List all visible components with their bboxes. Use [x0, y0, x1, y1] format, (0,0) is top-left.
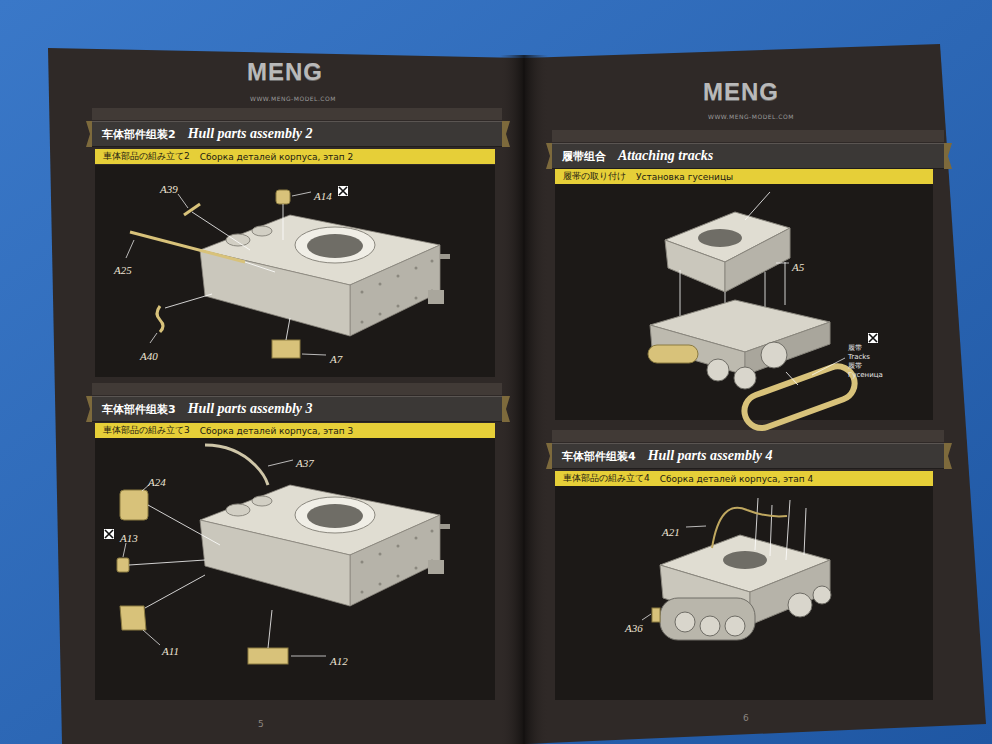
- section-subtitle: Сборка деталей корпуса, этап 4: [660, 474, 814, 484]
- section-subtitle: Сборка деталей корпуса, этап 3: [200, 426, 354, 436]
- label-holder: A5: [792, 256, 804, 275]
- brand-logo: MENG: [703, 78, 779, 105]
- section-title: 车体部件组装3: [102, 402, 176, 417]
- callout-number: A25: [114, 264, 132, 276]
- section-subtitle: Hull parts assembly 3: [188, 401, 313, 417]
- section-title: 履帯の取り付け: [563, 170, 626, 183]
- label-holder: 5: [258, 712, 264, 731]
- callout-number: A24: [148, 476, 166, 488]
- section-title: 車体部品の組み立て4: [563, 472, 650, 485]
- section-subtitle: Установка гусеницы: [636, 172, 733, 182]
- label-holder: A24: [148, 471, 166, 490]
- callout-number: A12: [330, 655, 348, 667]
- page-number: 6: [743, 713, 749, 723]
- label-holder: 履带: [848, 335, 862, 354]
- callout-number: A40: [140, 350, 158, 362]
- brand-logo: MENG: [247, 58, 323, 85]
- section-header-band: 车体部件组装2 Hull parts assembly 2: [92, 121, 502, 147]
- callout-number: A37: [296, 457, 314, 469]
- label-holder: A37: [296, 452, 314, 471]
- callout-number: A13: [120, 532, 138, 544]
- subtitle-band: 車体部品の組み立て3 Сборка деталей корпуса, этап 3: [95, 423, 495, 438]
- section-title: 車体部品の組み立て3: [103, 424, 190, 437]
- subtitle-band: 車体部品の組み立て2 Сборка деталей корпуса, этап 2: [95, 149, 495, 164]
- part-name: 履带: [848, 344, 862, 352]
- label-holder: A36: [625, 617, 643, 636]
- section-header-band: 履带组合 Attaching tracks: [552, 143, 944, 169]
- section-subtitle: Сборка деталей корпуса, этап 2: [200, 152, 354, 162]
- callout-number: A21: [662, 526, 680, 538]
- section-subtitle: Attaching tracks: [618, 148, 713, 164]
- callout-number: A36: [625, 622, 643, 634]
- callout-number: A14: [314, 190, 332, 202]
- label-holder: A11: [162, 640, 179, 659]
- website: WWW.MENG-MODEL.COM: [250, 95, 336, 102]
- part-name: Гусеница: [848, 371, 883, 379]
- section-header-band: 车体部件组装4 Hull parts assembly 4: [552, 443, 944, 469]
- section-subtitle: Hull parts assembly 4: [648, 448, 773, 464]
- callout-number: A7: [330, 353, 342, 365]
- section-title: 車体部品の組み立て2: [103, 150, 190, 163]
- label-holder: A21: [662, 521, 680, 540]
- callout-number: A39: [160, 183, 178, 195]
- section-title: 车体部件组装4: [562, 449, 636, 464]
- label-holder: MENG: [703, 78, 779, 106]
- label-holder: WWW.MENG-MODEL.COM: [708, 104, 794, 123]
- page-number: 5: [258, 719, 264, 729]
- part-name: 履帯: [848, 362, 862, 370]
- label-holder: A12: [330, 650, 348, 669]
- label-holder: 6: [743, 706, 749, 725]
- label-holder: A25: [114, 259, 132, 278]
- label-holder: Гусеница: [848, 362, 883, 381]
- section-title: 车体部件组装2: [102, 127, 176, 142]
- label-holder: A14: [314, 185, 332, 204]
- section-title: 履带组合: [562, 149, 606, 164]
- part-name: Tracks: [848, 353, 870, 361]
- subtitle-band: 履帯の取り付け Установка гусеницы: [555, 169, 933, 184]
- subtitle-band: 車体部品の組み立て4 Сборка деталей корпуса, этап 4: [555, 471, 933, 486]
- section-subtitle: Hull parts assembly 2: [188, 126, 313, 142]
- callout-number: A5: [792, 261, 804, 273]
- label-holder: A39: [160, 178, 178, 197]
- label-holder: A13: [120, 527, 138, 546]
- label-holder: 履帯: [848, 353, 862, 372]
- label-holder: MENG: [247, 58, 323, 86]
- website: WWW.MENG-MODEL.COM: [708, 113, 794, 120]
- callout-number: A11: [162, 645, 179, 657]
- section-header-band: 车体部件组装3 Hull parts assembly 3: [92, 396, 502, 422]
- label-holder: A7: [330, 348, 342, 367]
- label-holder: WWW.MENG-MODEL.COM: [250, 86, 336, 105]
- label-holder: A40: [140, 345, 158, 364]
- label-holder: Tracks: [848, 344, 870, 363]
